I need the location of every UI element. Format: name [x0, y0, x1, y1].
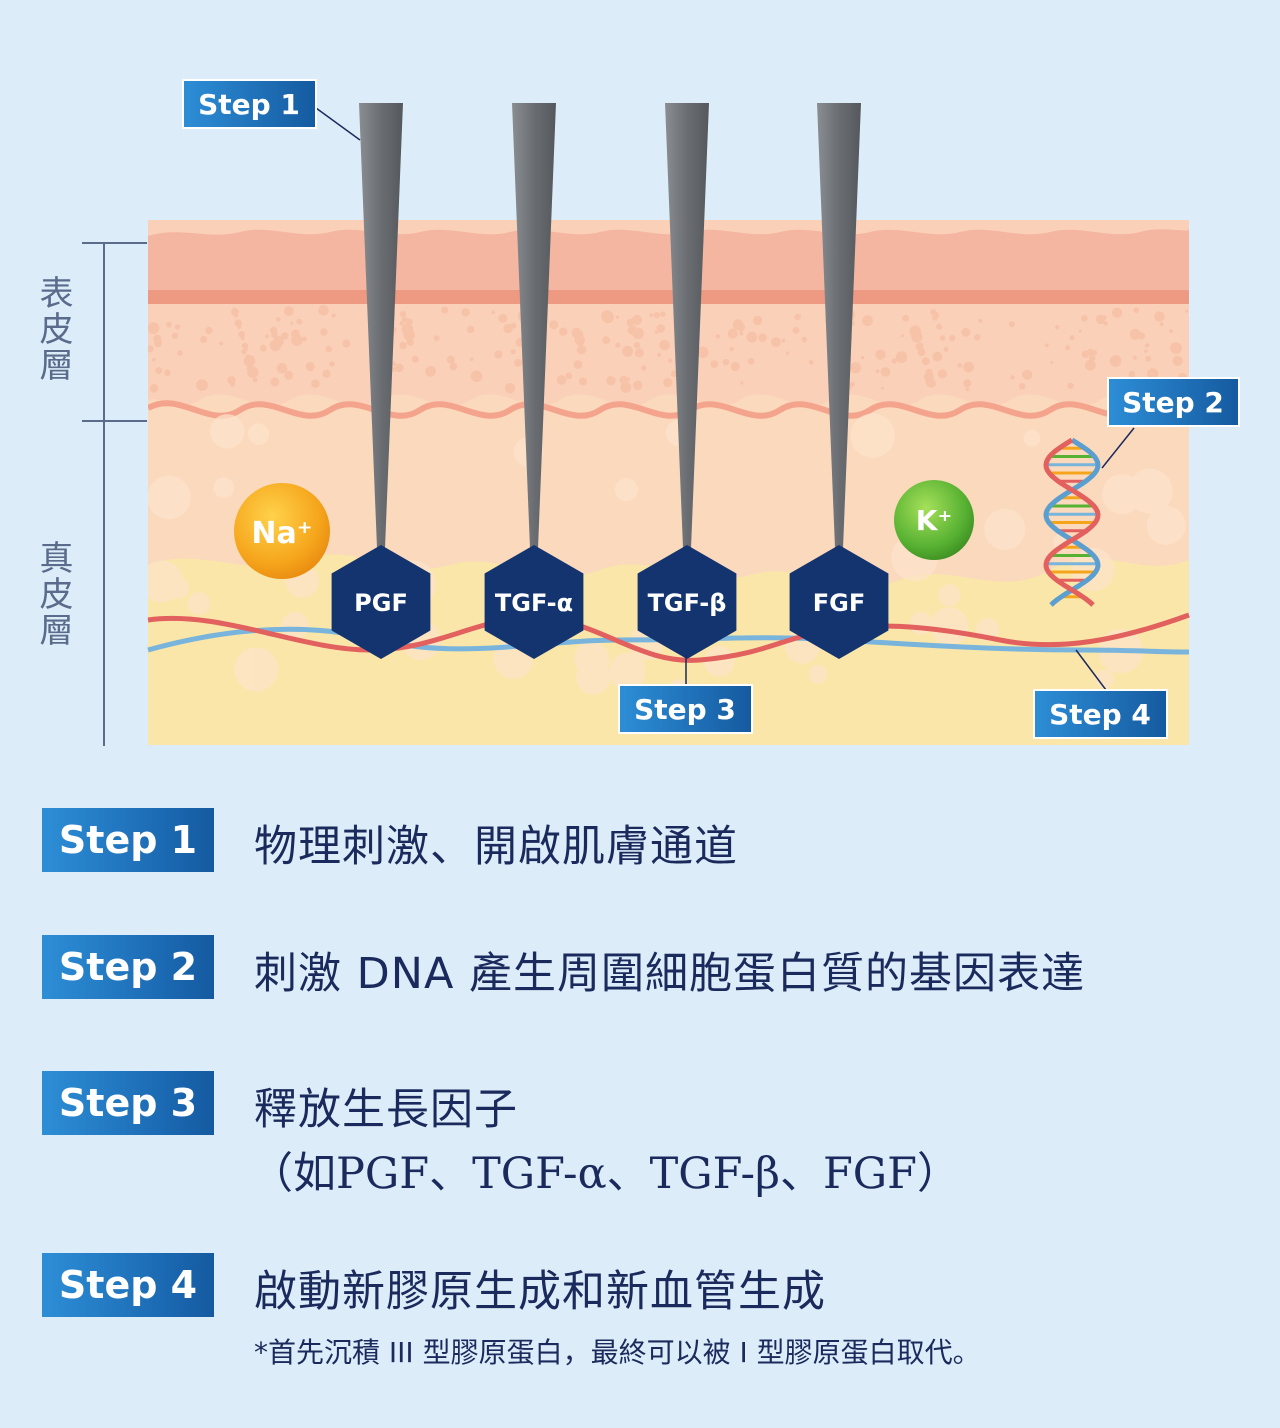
microneedle	[665, 103, 709, 548]
dermis-label: 真皮層	[33, 540, 73, 648]
layer-brackets	[82, 242, 147, 746]
growth-factor-hexagon	[637, 545, 737, 659]
microneedle	[359, 103, 403, 548]
potassium-ion: K⁺	[894, 480, 974, 560]
step-4-badge: Step 4	[42, 1253, 214, 1317]
microneedle	[512, 103, 556, 548]
growth-factor-label: PGF	[354, 589, 408, 617]
step-2-badge: Step 2	[42, 935, 214, 999]
step-1-badge: Step 1	[42, 808, 214, 872]
skin-layers	[148, 220, 1189, 745]
step-4-note: *首先沉積 III 型膠原蛋白，最終可以被 I 型膠原蛋白取代。	[254, 1336, 981, 1369]
step-3-text: 釋放生長因子	[254, 1085, 518, 1135]
skin-diagram: PGF TGF-α TGF-β FGF Na⁺ K⁺ Step 1 Step 2 St…	[82, 79, 1240, 746]
sodium-ion: Na⁺	[234, 483, 330, 579]
diagram-step3-label: Step 3	[618, 684, 753, 734]
epidermis-label: 表皮層	[33, 275, 73, 383]
step-3-badge: Step 3	[42, 1071, 214, 1135]
diagram-step3-text: Step 3	[634, 693, 736, 726]
growth-factor-hexagon	[789, 545, 889, 659]
label-connectors	[315, 107, 1135, 691]
growth-factor-label: TGF-β	[648, 589, 727, 617]
diagram-step4-label: Step 4	[1033, 689, 1168, 739]
step-1-text: 物理刺激、開啟肌膚通道	[254, 822, 738, 872]
growth-factor-label: TGF-α	[495, 589, 573, 617]
diagram-step1-label: Step 1	[182, 79, 317, 129]
growth-factor-label: FGF	[813, 589, 866, 617]
microneedles	[359, 103, 861, 548]
dna-icon	[1043, 437, 1101, 607]
step-3-growth-factors: （如PGF、TGF-α、TGF-β、FGF）	[250, 1149, 960, 1199]
growth-factor-hexagon	[484, 545, 584, 659]
growth-factor-hexagon	[331, 545, 431, 659]
step-4-text: 啟動新膠原生成和新血管生成	[254, 1267, 826, 1317]
diagram-step1-text: Step 1	[198, 88, 300, 121]
sodium-label: Na⁺	[251, 516, 312, 551]
diagram-step4-text: Step 4	[1049, 698, 1151, 731]
growth-factor-hexagons: PGF TGF-α TGF-β FGF	[331, 545, 889, 659]
potassium-label: K⁺	[916, 504, 952, 537]
diagram-step2-text: Step 2	[1122, 386, 1224, 419]
step-2-text: 刺激 DNA 產生周圍細胞蛋白質的基因表達	[254, 949, 1086, 999]
artery-line	[147, 612, 1190, 663]
diagram-step2-label: Step 2	[1107, 377, 1240, 427]
microneedle	[817, 103, 861, 548]
